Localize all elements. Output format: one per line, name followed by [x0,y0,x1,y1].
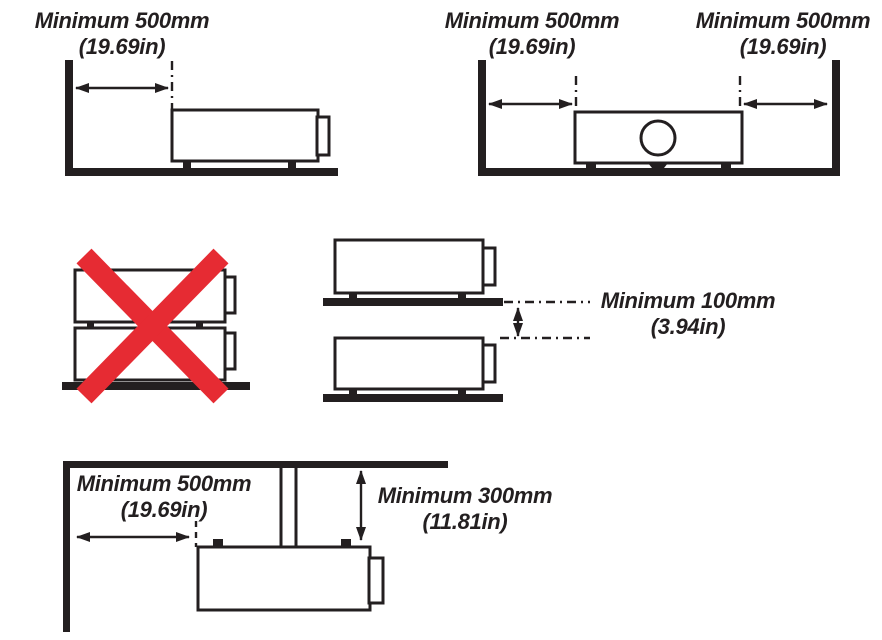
projector-foot [458,389,466,394]
label-ceiling-mount-drop: Minimum 300mm (11.81in) [365,483,565,535]
scene-stacked-prohibited [62,248,250,404]
label-front-clearance-left: Minimum 500mm (19.69in) [432,8,632,60]
projector-center-foot [648,163,668,168]
label-line-primary: Minimum 300mm [377,483,553,508]
shelf-lower [323,394,503,402]
label-line-secondary: (19.69in) [78,34,166,59]
label-line-primary: Minimum 500mm [444,8,620,33]
projector-foot [349,389,357,394]
projector-body [170,108,320,163]
projector-lens-lower [223,331,237,371]
prohibited-x-icon [76,248,229,404]
projector-lens [367,556,385,605]
ceiling [63,461,448,468]
projector-foot [341,539,351,547]
projector-lens [639,119,677,157]
projector-lens-lower [481,343,497,384]
projector-foot [458,293,466,298]
floor [65,168,338,176]
wall-left [478,60,486,176]
label-line-secondary: (11.81in) [422,509,508,534]
projector-foot [288,161,296,168]
wall-right [832,60,840,176]
prohibited-stroke [76,248,229,404]
projector-body [196,545,372,612]
shelf-upper [323,298,503,306]
label-ceiling-mount-wall: Minimum 500mm (19.69in) [64,471,264,523]
projector-foot [183,161,191,168]
scene-ceiling-mount [63,461,448,632]
scene-shelf-spacing [323,238,590,402]
label-shelf-spacing: Minimum 100mm (3.94in) [588,288,788,340]
projector-body-upper [333,238,485,295]
projector-lens [315,115,331,157]
wall [63,461,70,632]
projector-foot [586,163,596,169]
projector-lens-upper [223,275,237,315]
projector-foot [213,539,223,547]
label-line-primary: Minimum 500mm [34,8,210,33]
projector-body-lower [333,336,485,391]
label-side-clearance: Minimum 500mm (19.69in) [22,8,222,60]
floor [478,168,840,176]
surface [62,382,250,390]
scene-front-clearance [478,60,840,176]
projector-foot [721,163,731,169]
label-line-secondary: (19.69in) [488,34,576,59]
scene-side-clearance [65,60,338,176]
label-line-secondary: (19.69in) [120,497,208,522]
label-front-clearance-right: Minimum 500mm (19.69in) [683,8,882,60]
projector-lens-upper [481,246,497,287]
wall [65,60,73,176]
label-line-primary: Minimum 500mm [76,471,252,496]
projector-foot [87,322,94,328]
projector-foot [196,322,203,328]
label-line-primary: Minimum 500mm [695,8,871,33]
label-line-primary: Minimum 100mm [600,288,776,313]
label-line-secondary: (3.94in) [650,314,726,339]
label-line-secondary: (19.69in) [739,34,827,59]
projector-foot [349,293,357,298]
